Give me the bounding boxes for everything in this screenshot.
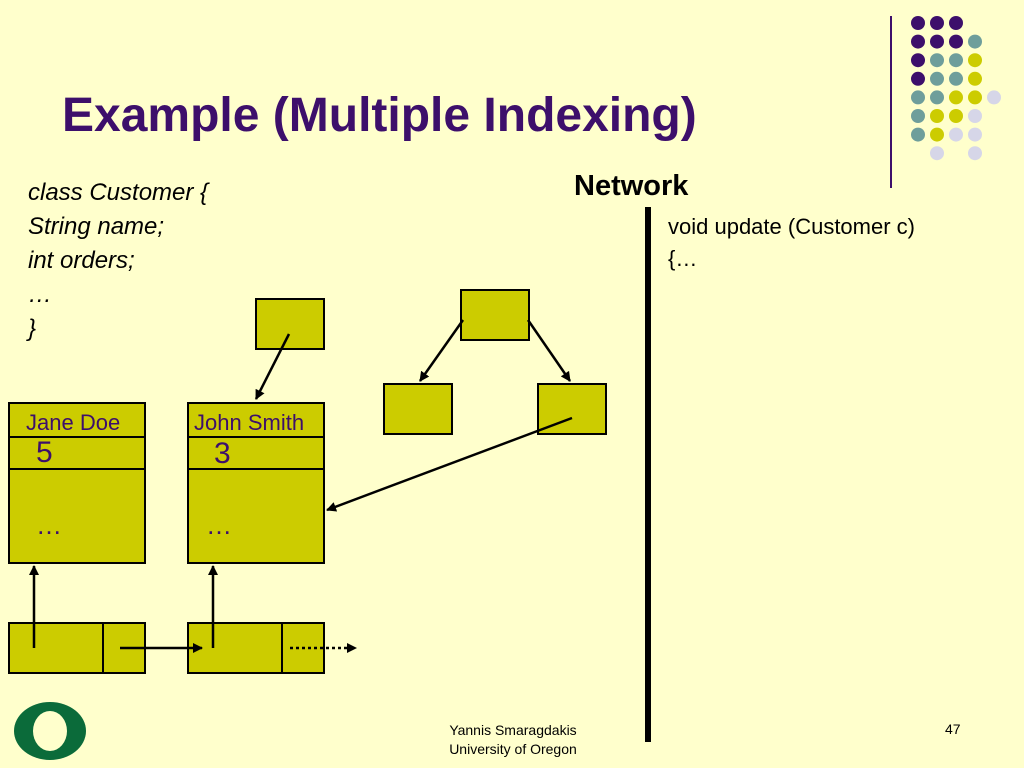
record-jane-doe xyxy=(8,402,146,564)
network-label: Network xyxy=(574,170,689,202)
record-divider xyxy=(10,468,144,470)
record-divider xyxy=(189,436,323,438)
decorative-dot xyxy=(968,71,982,86)
footer-affiliation: University of Oregon xyxy=(449,741,577,757)
index-node-single xyxy=(255,298,325,350)
decorative-dot xyxy=(930,90,944,105)
decorative-dot xyxy=(968,90,982,105)
record-rest: … xyxy=(206,510,232,540)
decorative-dot xyxy=(949,109,963,123)
code-line-ellipsis: … xyxy=(28,281,52,308)
record-divider xyxy=(189,468,323,470)
arrow-right-to-john xyxy=(326,416,573,512)
decorative-dot xyxy=(930,71,944,86)
record-orders: 5 xyxy=(36,436,53,469)
record-john-smith xyxy=(187,402,325,564)
decorative-dot xyxy=(949,34,963,49)
decorative-dot xyxy=(949,127,963,142)
decorative-dot xyxy=(949,90,963,105)
list-node-divider xyxy=(102,624,104,672)
record-rest: … xyxy=(36,510,62,540)
university-o-logo-icon xyxy=(14,702,86,760)
decorative-dot xyxy=(949,16,963,30)
decorative-dot xyxy=(930,109,944,123)
record-name: John Smith xyxy=(194,410,305,435)
decorative-dot xyxy=(911,90,925,105)
decorative-dot xyxy=(911,53,925,68)
footer-author: Yannis Smaragdakis xyxy=(449,722,577,738)
record-orders: 3 xyxy=(214,437,231,470)
page-number: 47 xyxy=(945,721,961,737)
decorative-dot xyxy=(968,109,982,123)
decorative-dot xyxy=(911,109,925,123)
list-node-divider xyxy=(281,624,283,672)
slide-title: Example (Multiple Indexing) xyxy=(62,89,697,142)
decorative-dot xyxy=(911,16,925,30)
decorative-dot xyxy=(930,146,944,161)
record-name: Jane Doe xyxy=(26,410,121,435)
tree-left-node xyxy=(383,383,453,435)
code-line-close: } xyxy=(28,315,37,342)
code-line-class: class Customer { xyxy=(28,179,209,206)
decorative-dot xyxy=(911,127,925,142)
decorative-divider xyxy=(890,16,892,188)
decorative-dot xyxy=(930,127,944,142)
decorative-dot xyxy=(930,34,944,49)
decorative-dot xyxy=(968,146,982,161)
arrow-root-to-right xyxy=(526,319,572,382)
decorative-dot xyxy=(911,71,925,86)
decorative-dot xyxy=(930,16,944,30)
decorative-dot xyxy=(949,53,963,68)
arrow-index-to-john xyxy=(254,333,291,400)
decorative-dot xyxy=(987,90,1001,105)
decorative-dot xyxy=(968,53,982,68)
tree-root-node xyxy=(460,289,530,341)
decorative-dot xyxy=(968,34,982,49)
code-line-name: String name; xyxy=(28,213,165,240)
dot-grid-icon xyxy=(911,16,1001,161)
decorative-dot xyxy=(949,71,963,86)
decorative-dot xyxy=(930,53,944,68)
arrow-root-to-left xyxy=(418,319,465,382)
decorative-dot xyxy=(968,127,982,142)
code-line-orders: int orders; xyxy=(28,247,135,274)
network-divider xyxy=(645,207,651,742)
record-divider xyxy=(10,436,144,438)
footer: Yannis Smaragdakis University of Oregon xyxy=(413,721,613,759)
remote-code-signature: void update (Customer c) xyxy=(668,214,915,239)
decorative-dot xyxy=(911,34,925,49)
remote-code-body: {… xyxy=(668,246,698,271)
